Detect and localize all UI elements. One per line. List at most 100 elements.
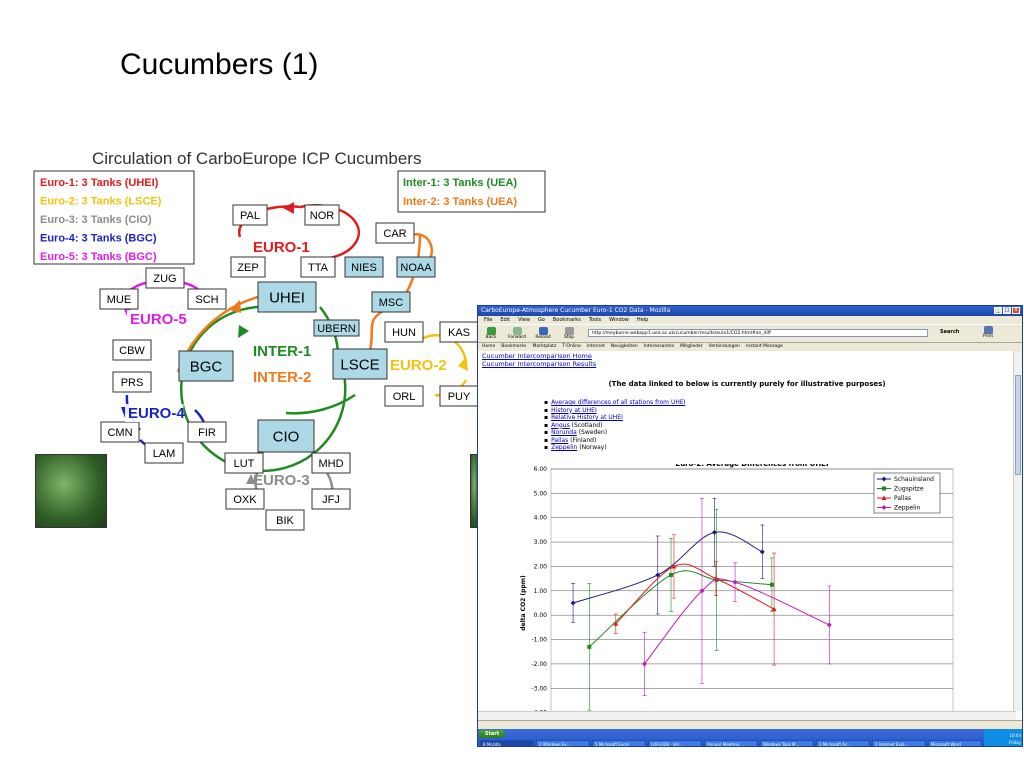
series-line xyxy=(644,578,830,665)
print-button[interactable]: Print xyxy=(978,326,998,339)
menu-tools[interactable]: Tools xyxy=(588,317,602,323)
station-hun: HUN xyxy=(384,321,424,343)
bookmark-mitglieder[interactable]: Mitglieder xyxy=(680,344,703,349)
euro2-arrowhead xyxy=(458,357,468,371)
taskbar-task[interactable]: Microsoft Word xyxy=(928,740,982,746)
list-item: Pallas (Finland) xyxy=(544,437,685,445)
minimize-button[interactable]: _ xyxy=(994,307,1002,314)
station-country: (Sweden) xyxy=(576,429,608,436)
menu-edit[interactable]: Edit xyxy=(500,317,511,323)
data-point xyxy=(769,582,774,587)
station-cmn: CMN xyxy=(100,421,140,443)
url-input[interactable]: http://meyburne.webapp1.uea.ac.uk/cucumb… xyxy=(588,329,928,337)
link-intercomparison-home[interactable]: Cucumber Intercomparison Home xyxy=(482,352,592,360)
bookmark-verbindungen[interactable]: Verbindungen xyxy=(708,344,741,349)
station-country: (Finland) xyxy=(568,436,597,444)
legend-entry: Euro-4: 3 Tanks (BGC) xyxy=(40,233,157,245)
inter2-arrowhead xyxy=(229,300,241,313)
top-links: Cucumber Intercomparison Home Cucumber I… xyxy=(482,352,596,368)
bookmark-internet[interactable]: Internet xyxy=(586,344,605,349)
back-button[interactable]: Back xyxy=(481,327,501,340)
legend-label: Zugspitze xyxy=(894,486,924,493)
stop-button[interactable]: Stop xyxy=(559,327,579,340)
bookmark-marktplatz[interactable]: Marktplatz xyxy=(532,344,557,349)
svg-text:PRS: PRS xyxy=(121,377,144,389)
svg-text:OXK: OXK xyxy=(233,494,257,506)
station-oxk: OXK xyxy=(225,488,265,510)
station-nies: NIES xyxy=(344,256,384,278)
bookmark-neuigkeiten[interactable]: Neuigkeiten xyxy=(610,344,638,349)
taskbar-task[interactable]: 2 Microsoft Ac... xyxy=(816,740,870,746)
vertical-scrollbar[interactable] xyxy=(1013,351,1022,711)
svg-text:BGC: BGC xyxy=(190,358,223,375)
taskbar-task[interactable]: Windows Task M... xyxy=(760,740,814,746)
hub-bgc: BGC xyxy=(178,350,234,382)
station-link[interactable]: Zeppelin xyxy=(551,444,578,451)
close-button[interactable]: x xyxy=(1012,307,1020,314)
taskbar-task[interactable]: 5 Microsoft Excel xyxy=(592,740,646,746)
y-tick-label: -3.00 xyxy=(531,685,547,692)
station-link[interactable]: Relative History at UHEI xyxy=(551,414,623,421)
maximize-button[interactable]: □ xyxy=(1003,307,1011,314)
svg-text:LUT: LUT xyxy=(234,458,255,470)
menu-help[interactable]: Help xyxy=(636,317,649,323)
forward-button[interactable]: Forward xyxy=(507,327,527,340)
printer-icon xyxy=(983,326,993,334)
data-point xyxy=(570,600,576,606)
bookmark-interessantes[interactable]: Interessantes xyxy=(643,344,675,349)
station-pal: PAL xyxy=(232,204,268,226)
label-inter2: INTER-2 xyxy=(253,369,311,386)
menu-bookmarks[interactable]: Bookmarks xyxy=(552,317,581,323)
legend-left: Euro-1: 3 Tanks (UHEI)Euro-2: 3 Tanks (L… xyxy=(33,170,195,265)
list-item: History at UHEI xyxy=(544,407,685,415)
euro3-arrowhead xyxy=(246,474,256,484)
data-point xyxy=(759,549,765,555)
data-point xyxy=(881,476,887,482)
hub-cio: CIO xyxy=(257,419,315,453)
svg-text:KAS: KAS xyxy=(448,327,470,339)
taskbar-task[interactable]: 2 Internet Expl... xyxy=(872,740,926,746)
start-button[interactable]: Start xyxy=(479,730,505,738)
taskbar-task[interactable]: Annual_Meeting... xyxy=(704,740,758,746)
label-euro5: EURO-5 xyxy=(130,311,187,328)
menu-view[interactable]: View xyxy=(518,317,530,323)
menu-window[interactable]: Window xyxy=(609,317,629,323)
station-link[interactable]: Pallas xyxy=(551,436,569,444)
menu-go[interactable]: Go xyxy=(537,317,545,323)
station-zug: ZUG xyxy=(145,267,185,289)
svg-text:PAL: PAL xyxy=(240,210,260,222)
taskbar-task[interactable]: 8 Mozilla xyxy=(480,740,534,746)
station-kas: KAS xyxy=(439,321,479,343)
bookmark-home[interactable]: Home xyxy=(482,344,496,349)
svg-text:NOAA: NOAA xyxy=(400,262,432,274)
bookmark-t-online[interactable]: T-Online xyxy=(562,344,581,349)
taskbar-task[interactable]: 2 Windows Ex... xyxy=(536,740,590,746)
scrollbar-thumb[interactable] xyxy=(1015,375,1021,475)
circulation-diagram: Circulation of CarboEurope ICP Cucumbers… xyxy=(33,149,546,531)
clock-day: Friday xyxy=(1008,740,1021,745)
svg-text:MUE: MUE xyxy=(107,294,131,306)
link-intercomparison-results[interactable]: Cucumber Intercomparison Results xyxy=(482,360,597,368)
horizontal-scrollbar[interactable] xyxy=(478,711,1016,720)
reload-button[interactable]: Reload xyxy=(533,327,553,340)
bookmark-bookmarks[interactable]: Bookmarks xyxy=(501,344,527,349)
inter2-loop-2 xyxy=(368,308,386,351)
taskbar-task[interactable]: LOFLO28 - Ver... xyxy=(648,740,702,746)
window-titlebar[interactable]: CarboEurope-Atmosphere Cucumber Euro-1 C… xyxy=(478,306,1022,316)
navigation-toolbar: Back Forward Reload Stop http://meyburne… xyxy=(478,324,1022,343)
station-link[interactable]: Average differences of all stations from… xyxy=(551,399,686,406)
bookmark-instant-message[interactable]: Instant Message xyxy=(746,344,783,349)
series-schauinsland xyxy=(570,497,765,623)
station-link[interactable]: Angus xyxy=(551,421,570,429)
station-link[interactable]: History at UHEI xyxy=(551,406,597,414)
search-button[interactable]: Search xyxy=(940,329,960,335)
list-item: Relative History at UHEI xyxy=(544,414,685,422)
hub-uhei: UHEI xyxy=(257,281,317,313)
diagram-title: Circulation of CarboEurope ICP Cucumbers xyxy=(92,149,421,168)
menu-file[interactable]: File xyxy=(484,317,493,323)
station-link[interactable]: Norunda xyxy=(551,429,577,436)
svg-text:FIR: FIR xyxy=(198,427,216,439)
y-tick-label: -2.00 xyxy=(531,661,547,668)
